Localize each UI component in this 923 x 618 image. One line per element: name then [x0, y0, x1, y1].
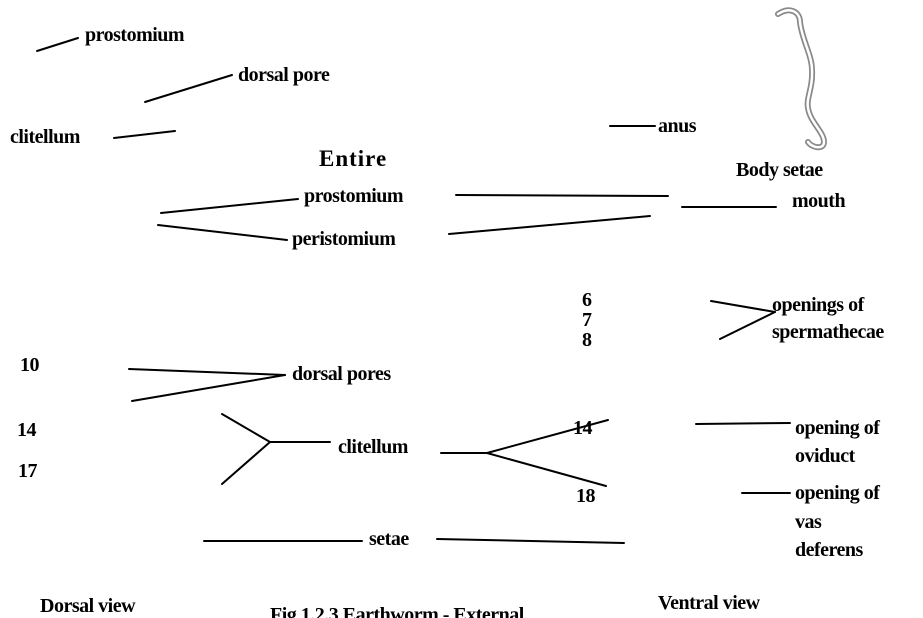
label-prostomium-top: prostomium: [85, 24, 185, 46]
label-opening-of-oviduct: opening of: [795, 417, 880, 439]
leader-clitellum-right-top: [486, 419, 609, 454]
label-segment-14-left: 14: [17, 419, 37, 441]
leader-peristomium-left: [157, 224, 288, 241]
label-segment-17: 17: [18, 460, 38, 482]
label-segment-6: 6: [582, 289, 592, 311]
leader-prostomium-right: [455, 194, 669, 197]
leader-setae-right: [436, 538, 625, 544]
figure-caption: Fig 1.2.3 Earthworm - External: [270, 604, 524, 618]
label-setae: setae: [369, 528, 409, 550]
leader-prostomium-left: [160, 198, 299, 214]
label-dorsal-view: Dorsal view: [40, 595, 136, 617]
leader-peristomium-right: [448, 215, 651, 235]
leader-clitellum-top: [113, 130, 176, 139]
label-clitellum-mid: clitellum: [338, 436, 408, 458]
label-mouth: mouth: [792, 190, 846, 212]
label-body-setae: Body setae: [736, 159, 823, 181]
leader-spermathecae-bottom: [719, 311, 776, 340]
leader-dorsal-pore-top: [144, 74, 233, 103]
label-dorsal-pores: dorsal pores: [292, 363, 391, 385]
label-segment-18: 18: [576, 485, 596, 507]
label-segment-10: 10: [20, 354, 40, 376]
leader-dorsal-pores-bottom: [131, 374, 286, 402]
leader-dorsal-pores-top: [128, 368, 286, 376]
leader-prostomium-top: [36, 37, 79, 52]
label-peristomium: peristomium: [292, 228, 396, 250]
label-dorsal-pore-top: dorsal pore: [238, 64, 330, 86]
label-spermathecae: spermathecae: [772, 321, 884, 343]
label-oviduct: oviduct: [795, 445, 855, 467]
label-anus: anus: [658, 115, 697, 137]
label-segment-14-right: 14: [573, 417, 593, 439]
label-openings-of: openings of: [772, 294, 864, 316]
label-vas: vas: [795, 511, 822, 533]
label-opening-of-vas: opening of: [795, 482, 880, 504]
leader-oviduct: [695, 422, 791, 425]
leader-clitellum-left-bottom: [221, 441, 271, 485]
label-deferens: deferens: [795, 539, 863, 561]
leader-spermathecae-top: [710, 300, 776, 313]
label-clitellum-top: clitellum: [10, 126, 80, 148]
label-prostomium-mid: prostomium: [304, 185, 404, 207]
leader-clitellum-right-bottom: [486, 452, 607, 487]
label-segment-8: 8: [582, 329, 592, 351]
leader-clitellum-left-top: [221, 413, 271, 443]
label-ventral-view: Ventral view: [658, 592, 760, 614]
curved-bracket-icon: [775, 7, 827, 151]
label-segment-7: 7: [582, 309, 592, 331]
label-entire: Entire: [319, 146, 388, 171]
